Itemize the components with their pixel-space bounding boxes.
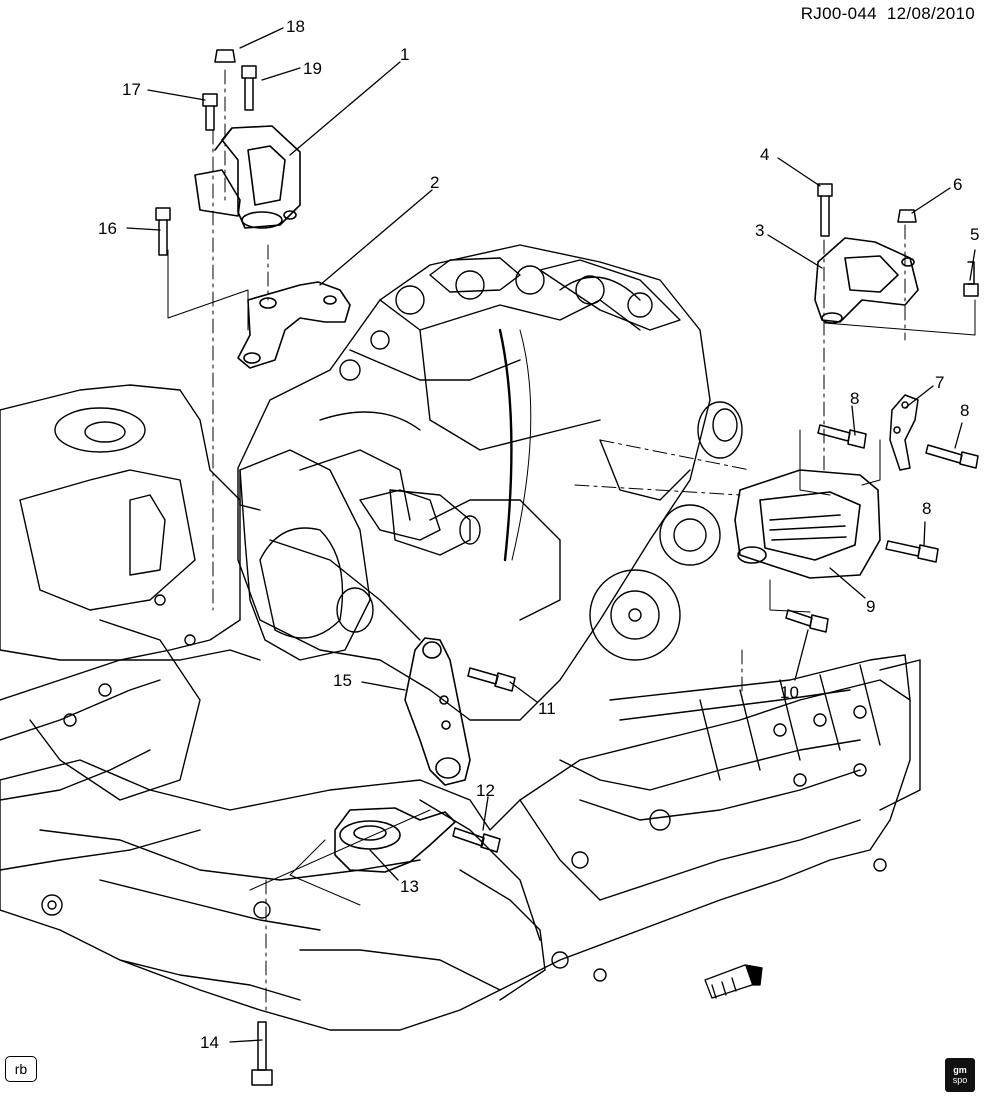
upper-engine-mount (194, 125, 301, 229)
diagram-id: RJ00-044 (800, 4, 877, 23)
callout-17: 17 (122, 80, 141, 99)
callout-6: 6 (953, 175, 963, 194)
bolt-14 (251, 1021, 273, 1086)
front-arrow-icon (704, 964, 763, 999)
callout-14: 14 (200, 1033, 219, 1052)
bolt-16 (155, 207, 171, 256)
callout-12: 12 (476, 781, 495, 800)
revision-tag: rb (5, 1056, 37, 1082)
bolts (155, 49, 979, 1086)
nut-6 (897, 209, 917, 223)
callout-8b: 8 (960, 401, 970, 420)
callout-9: 9 (866, 597, 876, 616)
bolt-8a (817, 424, 867, 449)
mount-bracket (237, 281, 351, 369)
callout-2: 2 (430, 173, 440, 192)
callout-15: 15 (333, 671, 352, 690)
callout-8c: 8 (922, 499, 932, 518)
gm-spo-logo-icon: gm spo (945, 1058, 975, 1092)
bolt-8c (885, 540, 939, 563)
left-body-structure (0, 384, 261, 871)
callout-13: 13 (400, 877, 419, 896)
callout-5: 5 (970, 225, 980, 244)
callout-4: 4 (760, 145, 770, 164)
engine-cradle (0, 654, 921, 1031)
callout-10: 10 (780, 683, 799, 702)
callout-7: 7 (935, 373, 945, 392)
callout-18: 18 (286, 17, 305, 36)
bolt-4 (817, 183, 833, 237)
front-mount (334, 807, 456, 873)
alignment-lines (212, 69, 906, 1011)
transmission-mount (814, 237, 919, 324)
diagram-date: 12/08/2010 (886, 4, 975, 23)
bolt-5 (963, 261, 979, 297)
callout-11: 11 (538, 699, 556, 718)
torque-strut (404, 637, 471, 786)
nut-18 (214, 49, 236, 63)
callout-16: 16 (98, 219, 117, 238)
bolt-8b (925, 444, 979, 469)
callout-3: 3 (755, 221, 765, 240)
engine-assembly (237, 244, 743, 721)
bracket-lines (167, 249, 976, 906)
callout-8a: 8 (850, 389, 860, 408)
callout-1: 1 (400, 45, 410, 64)
leader-lines (126, 27, 976, 1043)
mount-bracket-small (889, 394, 919, 471)
logo-line-1: gm (953, 1065, 967, 1075)
logo-line-2: spo (952, 1075, 968, 1085)
bolt-19 (241, 65, 257, 111)
callout-19: 19 (303, 59, 322, 78)
lower-transmission-mount (734, 469, 881, 579)
bolt-12 (452, 827, 501, 853)
bolt-11 (467, 667, 516, 692)
bolt-17 (202, 93, 218, 131)
diagram-header: RJ00-044 12/08/2010 (801, 4, 975, 24)
bolt-10 (785, 609, 829, 633)
